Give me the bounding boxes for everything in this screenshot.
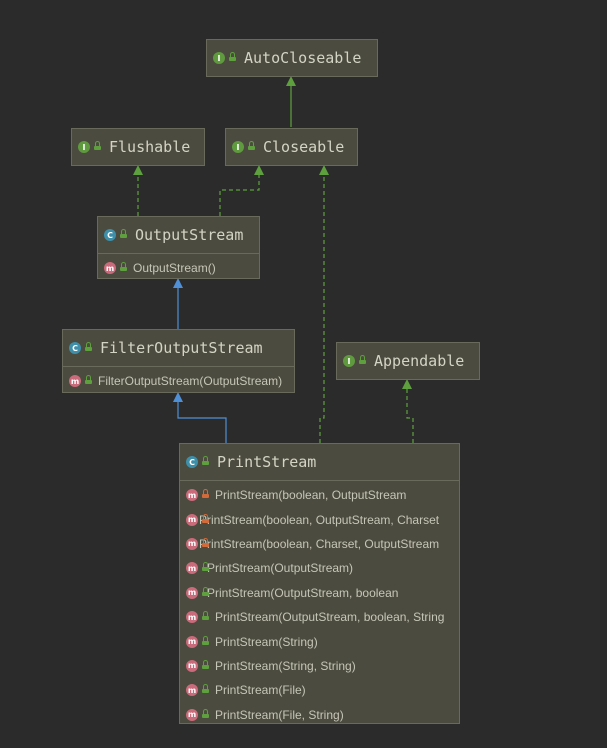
private-lock-icon — [202, 513, 209, 523]
public-lock-icon — [202, 708, 209, 718]
method-name: PrintStream(String, String) — [215, 658, 356, 673]
node-printstream[interactable]: C PrintStream m PrintStream(boolean, Out… — [179, 443, 460, 724]
public-lock-icon — [202, 684, 209, 694]
node-appendable-header: I Appendable — [337, 343, 479, 379]
node-autocloseable-header: I AutoCloseable — [207, 40, 377, 76]
method-icon: m — [69, 375, 81, 388]
method-name: PrintStream(String) — [215, 634, 318, 649]
method-name: PrintStream(File, String) — [215, 707, 344, 722]
method-icon: m — [186, 684, 198, 697]
method-icon: m — [104, 262, 116, 275]
public-lock-icon — [202, 586, 209, 596]
edge-printstream-to-appendable — [402, 379, 414, 443]
method-item[interactable]: m FilterOutputStream(OutputStream) — [63, 369, 294, 393]
node-flushable-title: Flushable — [109, 138, 191, 156]
method-icon: m — [186, 513, 198, 526]
node-printstream-header: C PrintStream — [180, 444, 459, 480]
interface-icon: I — [343, 355, 355, 367]
public-lock-icon — [248, 141, 255, 150]
node-autocloseable[interactable]: I AutoCloseable — [206, 39, 378, 77]
class-icon: C — [104, 229, 116, 241]
node-outputstream[interactable]: C OutputStream m OutputStream() — [97, 216, 260, 279]
node-outputstream-methods: m OutputStream() — [98, 254, 259, 284]
edge-printstream-to-closeable — [319, 165, 329, 443]
public-lock-icon — [359, 355, 366, 364]
node-filteroutputstream-header: C FilterOutputStream — [63, 330, 294, 366]
public-lock-icon — [85, 375, 92, 385]
method-icon: m — [186, 586, 198, 599]
node-printstream-title: PrintStream — [217, 453, 317, 471]
method-icon: m — [186, 489, 198, 502]
interface-icon: I — [78, 141, 90, 153]
method-item[interactable]: m PrintStream(boolean, OutputStream, Cha… — [180, 507, 459, 531]
method-item[interactable]: m PrintStream(File, String) — [180, 703, 459, 727]
method-name: PrintStream(boolean, Charset, OutputStre… — [199, 536, 440, 551]
edge-outputstream-to-closeable — [219, 165, 264, 216]
public-lock-icon — [202, 456, 209, 465]
method-name: PrintStream(boolean, OutputStream — [215, 488, 407, 503]
method-icon: m — [186, 611, 198, 624]
node-filteroutputstream-methods: m FilterOutputStream(OutputStream) — [63, 367, 294, 397]
method-icon: m — [186, 659, 198, 672]
public-lock-icon — [202, 611, 209, 621]
node-flushable-header: I Flushable — [72, 129, 204, 165]
method-item[interactable]: m PrintStream(boolean, Charset, OutputSt… — [180, 532, 459, 556]
method-item[interactable]: m PrintStream(OutputStream, boolean, Str… — [180, 605, 459, 629]
public-lock-icon — [85, 342, 92, 351]
node-autocloseable-title: AutoCloseable — [244, 49, 362, 67]
node-flushable[interactable]: I Flushable — [71, 128, 205, 166]
node-filteroutputstream[interactable]: C FilterOutputStream m FilterOutputStrea… — [62, 329, 295, 393]
method-name: PrintStream(OutputStream) — [207, 561, 354, 576]
method-icon: m — [186, 537, 198, 550]
method-icon: m — [186, 708, 198, 721]
method-item[interactable]: m PrintStream(String) — [180, 629, 459, 653]
node-filteroutputstream-title: FilterOutputStream — [100, 339, 263, 357]
method-name: PrintStream(OutputStream, boolean, Strin… — [215, 610, 445, 625]
class-icon: C — [69, 342, 81, 354]
private-lock-icon — [202, 489, 209, 499]
method-icon: m — [186, 635, 198, 648]
node-closeable[interactable]: I Closeable — [225, 128, 358, 166]
method-item[interactable]: m PrintStream(OutputStream, boolean — [180, 581, 459, 605]
public-lock-icon — [202, 635, 209, 645]
method-icon: m — [186, 562, 198, 575]
public-lock-icon — [229, 52, 236, 61]
public-lock-icon — [94, 141, 101, 150]
public-lock-icon — [202, 562, 209, 572]
method-name: OutputStream() — [133, 261, 216, 276]
method-item[interactable]: m PrintStream(boolean, OutputStream — [180, 483, 459, 507]
public-lock-icon — [202, 659, 209, 669]
class-icon: C — [186, 456, 198, 468]
node-appendable-title: Appendable — [374, 352, 465, 370]
method-item[interactable]: m PrintStream(String, String) — [180, 654, 459, 678]
node-outputstream-header: C OutputStream — [98, 217, 259, 253]
method-name: PrintStream(File) — [215, 683, 306, 698]
node-closeable-title: Closeable — [263, 138, 345, 156]
node-closeable-header: I Closeable — [226, 129, 357, 165]
method-item[interactable]: m OutputStream() — [98, 256, 259, 280]
public-lock-icon — [120, 262, 127, 272]
public-lock-icon — [120, 229, 127, 238]
node-outputstream-title: OutputStream — [135, 226, 244, 244]
method-item[interactable]: m PrintStream(File) — [180, 678, 459, 702]
node-appendable[interactable]: I Appendable — [336, 342, 480, 380]
method-name: PrintStream(boolean, OutputStream, Chars… — [199, 512, 440, 527]
node-printstream-methods: m PrintStream(boolean, OutputStream m Pr… — [180, 481, 459, 731]
method-name: FilterOutputStream(OutputStream) — [98, 374, 283, 389]
interface-icon: I — [232, 141, 244, 153]
method-item[interactable]: m PrintStream(OutputStream) — [180, 556, 459, 580]
edge-printstream-to-filteroutputstream — [173, 392, 227, 443]
private-lock-icon — [202, 537, 209, 547]
interface-icon: I — [213, 52, 225, 64]
method-name: PrintStream(OutputStream, boolean — [207, 585, 399, 600]
